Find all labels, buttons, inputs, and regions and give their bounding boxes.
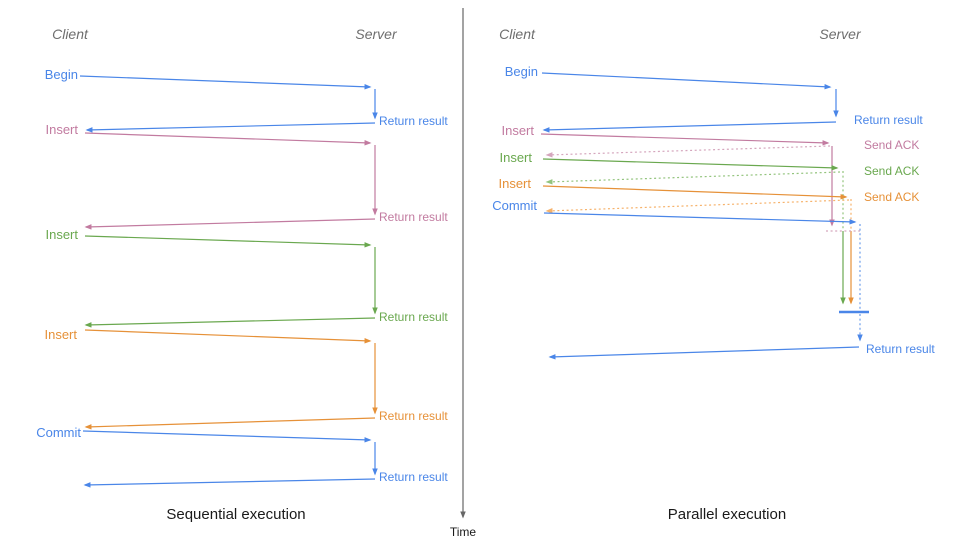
seq-title: Sequential execution (166, 506, 305, 523)
seq-return-result-4: Return result (379, 409, 448, 423)
seq-insert-3-label: Insert (44, 327, 77, 342)
par-server-header: Server (819, 26, 862, 42)
seq-insert-1-label: Insert (45, 122, 78, 137)
par-insert-1-label: Insert (501, 123, 534, 138)
par-begin-request (541, 72, 832, 90)
par-insert1-ack (545, 145, 831, 158)
seq-client-header: Client (52, 26, 89, 42)
par-title: Parallel execution (668, 506, 786, 523)
seq-begin-return (85, 122, 376, 133)
time-label: Time (450, 525, 477, 539)
par-return-result-2: Return result (866, 342, 935, 356)
par-insert2-request (542, 158, 839, 171)
par-commit-label: Commit (492, 198, 537, 213)
seq-insert-2-label: Insert (45, 227, 78, 242)
par-begin-return (542, 121, 837, 133)
par-insert-2-label: Insert (499, 150, 532, 165)
par-client-header: Client (499, 26, 536, 42)
par-insert3-ack (545, 199, 850, 214)
seq-return-result-2: Return result (379, 210, 448, 224)
par-send-ack-1: Send ACK (864, 138, 919, 152)
seq-insert2-return (84, 317, 376, 328)
seq-insert2-request (84, 235, 372, 248)
par-send-ack-2: Send ACK (864, 164, 919, 178)
par-insert1-request (540, 133, 830, 146)
seq-commit-label: Commit (36, 425, 81, 440)
seq-return-result-3: Return result (379, 310, 448, 324)
seq-begin-request (79, 75, 372, 90)
par-return-result-1: Return result (854, 113, 923, 127)
seq-commit-request (82, 430, 372, 443)
par-commit-request (543, 212, 857, 225)
seq-return-result-1: Return result (379, 114, 448, 128)
seq-insert3-request (84, 329, 372, 344)
par-begin-label: Begin (505, 64, 538, 79)
seq-commit-return (83, 478, 376, 488)
seq-insert1-return (84, 218, 376, 230)
par-insert3-request (542, 185, 848, 200)
seq-insert1-request (84, 132, 372, 146)
par-insert2-ack (545, 171, 841, 185)
seq-insert3-return (84, 417, 376, 430)
par-final-return (548, 346, 860, 360)
par-send-ack-3: Send ACK (864, 190, 919, 204)
seq-server-header: Server (355, 26, 398, 42)
par-insert-3-label: Insert (498, 176, 531, 191)
seq-return-result-5: Return result (379, 470, 448, 484)
seq-begin-label: Begin (45, 67, 78, 82)
